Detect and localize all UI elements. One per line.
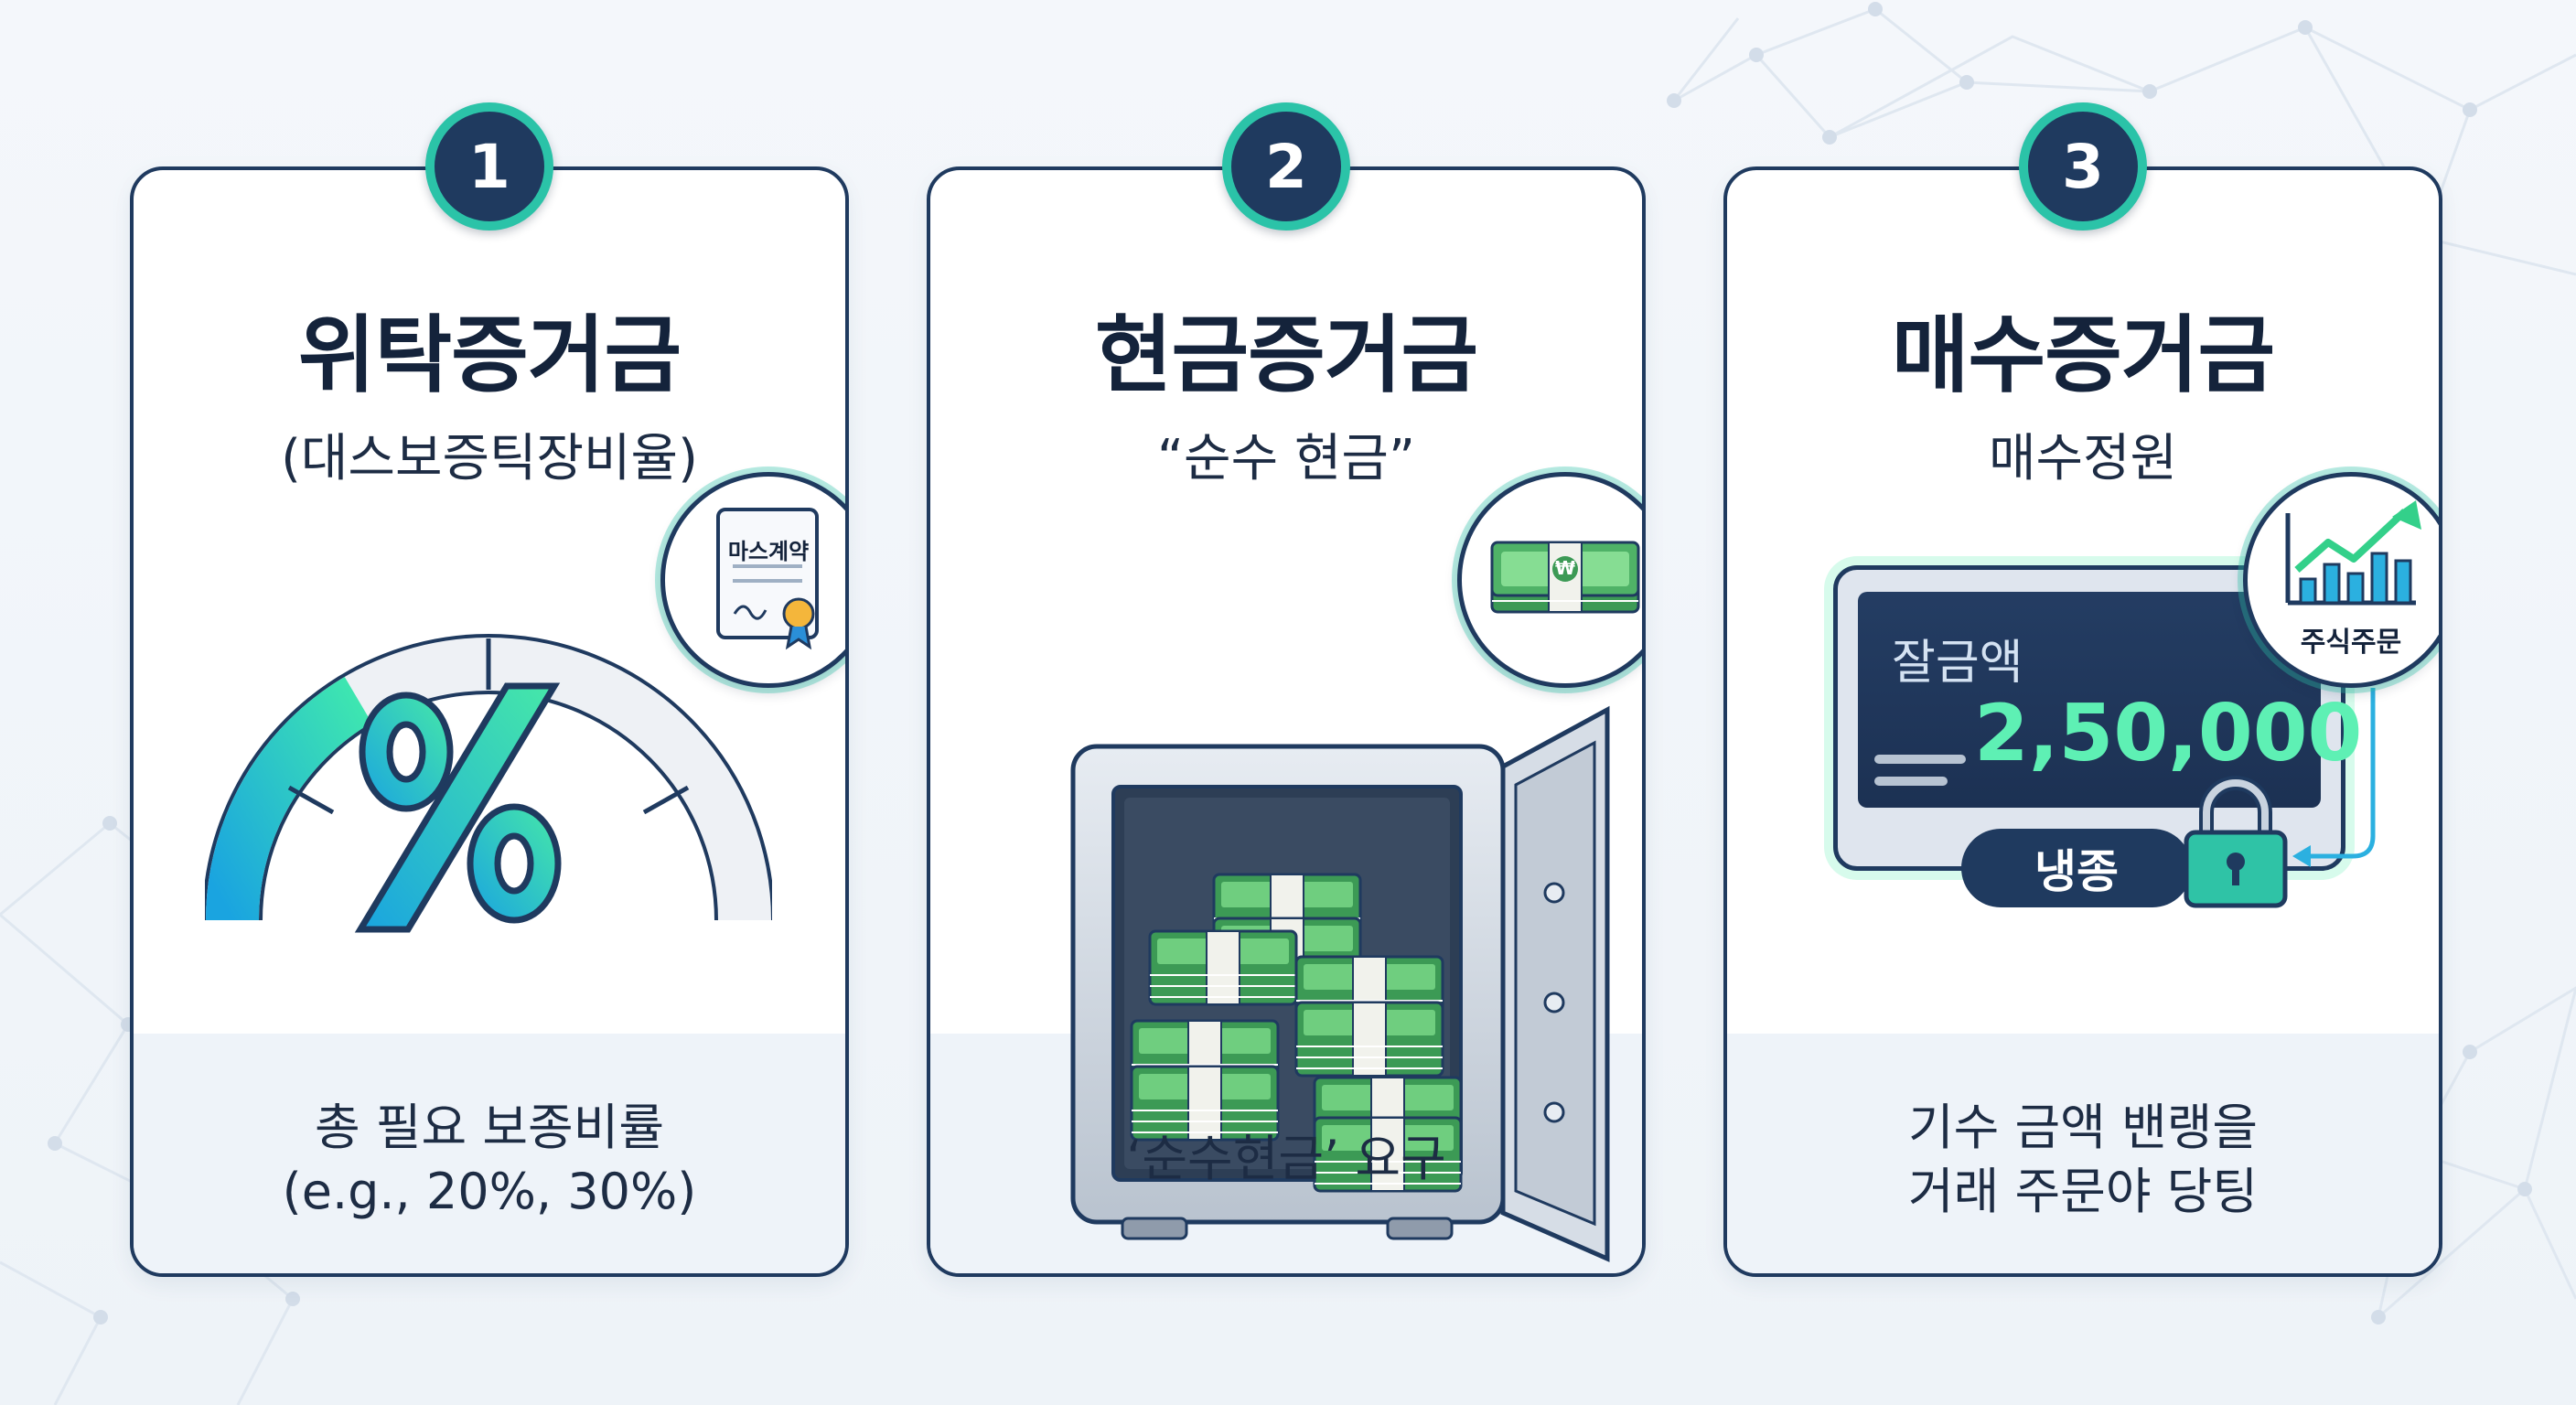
balance-amount: 2,50,000 [1974,688,2363,779]
step-badge-1: 1 [425,102,553,231]
placeholder-line [1874,777,1948,786]
safe-icon [1070,705,1610,1262]
percentage-gauge [205,634,772,933]
footer-line-2: (e.g., 20%, 30%) [282,1163,697,1220]
balance-screen [1858,592,2321,808]
step-badge-2: 2 [1222,102,1350,231]
cash-stack-icon: ₩ [1457,472,1642,688]
card-consignment-margin: 위탁증거금 (대스보증틱장비율) [130,166,849,1277]
percent-icon [354,682,562,933]
card-subtitle: 매수정원 [1988,429,2178,488]
won-symbol: ₩ [1554,557,1576,579]
freeze-status-pill: 냉종 [1961,829,2192,907]
balance-label: 잘금액 [1892,636,2023,691]
placeholder-line [1874,755,1966,764]
footer-line-2: 거래 주문야 당팅 [1907,1163,2259,1220]
card-subtitle: (대스보증틱장비율) [281,429,698,488]
card-footer [1727,1034,2439,1273]
card-title: 매수증거금 [1891,306,2275,404]
footer-line-1: 총 필요 보종비률 [314,1099,665,1156]
lock-icon [2184,776,2288,908]
contract-document-icon: 마스계약 [660,472,845,688]
footer-line-1: 기수 금액 밴랭을 [1907,1099,2259,1156]
card-subtitle: “순수 현금” [1157,429,1415,488]
stock-chart-icon: 주식주문 [2243,472,2439,688]
step-badge-3: 3 [2019,102,2147,231]
card-title: 위탁증거금 [297,306,682,404]
connector-arrow [2292,688,2376,867]
stock-order-label: 주식주문 [2300,627,2402,659]
card-title: 현금증거금 [1094,306,1478,404]
card-footer [134,1034,845,1273]
footer-line-1: ‘순수현금’ 요구 [1126,1130,1446,1187]
contract-label: 마스계약 [727,539,810,564]
gauge-fill [206,677,372,921]
card-purchase-margin: 매수증거금 매수정원 잘금액 2,50,000 냉종 [1723,166,2442,1277]
card-cash-margin: 현금증거금 “순수 현금” [927,166,1646,1277]
